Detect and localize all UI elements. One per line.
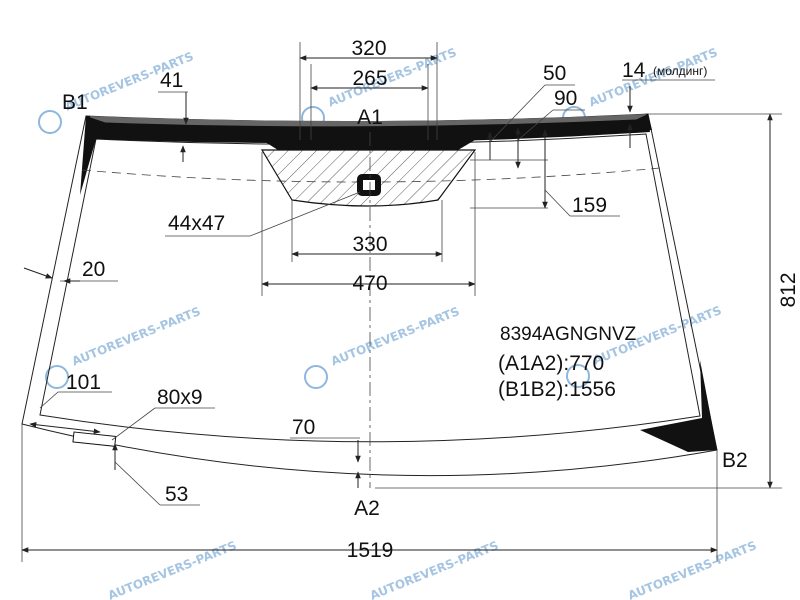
label-159: 159: [572, 194, 607, 217]
glass-code: 8394AGNGNVZ: [500, 324, 637, 345]
label-1519: 1519: [347, 539, 394, 562]
a1a2-value: (A1A2):770: [498, 352, 604, 375]
dimension-470: 470: [261, 152, 476, 296]
dimension-14: 14 (молдинг): [622, 59, 715, 148]
watermark-text: AUTOREVERS-PARTS: [106, 538, 239, 600]
label-rectangle: [72, 431, 117, 447]
dimension-70: 70: [290, 416, 361, 488]
point-b2: B2: [722, 449, 748, 472]
label-70: 70: [292, 416, 315, 439]
dimension-80x9: 80x9: [111, 386, 215, 441]
label-330: 330: [352, 233, 387, 256]
sensor-top-blackout: [262, 140, 475, 150]
dimension-101: 101: [29, 371, 112, 435]
point-b1: B1: [62, 91, 88, 114]
right-top-blackout: [610, 114, 652, 132]
dimension-265: 265: [310, 64, 429, 140]
dimension-1519: 1519: [21, 424, 718, 562]
label-320: 320: [351, 37, 386, 60]
label-41: 41: [160, 69, 183, 92]
label-44x47: 44x47: [168, 212, 225, 235]
label-50: 50: [543, 62, 566, 85]
watermark-text: AUTOREVERS-PARTS: [326, 45, 459, 109]
label-470: 470: [352, 272, 387, 295]
dimension-90: 90: [515, 87, 585, 169]
dimension-812: 812: [375, 113, 800, 489]
label-80x9: 80x9: [157, 386, 203, 409]
right-bottom-blackout: [640, 360, 717, 452]
dimension-320: 320: [299, 37, 438, 140]
watermark-logo-5: AUTOREVERS-PARTS: [304, 304, 462, 389]
dimension-53: 53: [112, 443, 200, 506]
dimension-20: 20: [23, 258, 118, 284]
watermark-text: AUTOREVERS-PARTS: [626, 538, 759, 600]
point-a2: A2: [354, 497, 380, 520]
left-top-blackout: [80, 116, 160, 195]
watermark-text: AUTOREVERS-PARTS: [70, 304, 203, 368]
label-53: 53: [165, 483, 188, 506]
label-14-note: (молдинг): [653, 64, 707, 78]
code-block: 8394AGNGNVZ (A1A2):770 (B1B2):1556: [498, 324, 637, 401]
label-14: 14: [622, 59, 646, 82]
dimension-41: 41: [158, 69, 189, 162]
label-812: 812: [777, 272, 800, 307]
watermark-text: AUTOREVERS-PARTS: [329, 304, 462, 368]
dimension-159: 159: [470, 129, 620, 217]
b1b2-value: (B1B2):1556: [498, 378, 616, 401]
dimension-44x47: 44x47: [165, 191, 361, 237]
point-a1: A1: [357, 106, 383, 129]
camera-window-inner: [363, 180, 375, 190]
label-20: 20: [82, 258, 105, 281]
label-90: 90: [554, 87, 577, 110]
dimension-330: 330: [291, 200, 443, 262]
label-101: 101: [66, 371, 101, 394]
label-265: 265: [352, 67, 387, 90]
dimension-50: 50: [487, 62, 575, 160]
